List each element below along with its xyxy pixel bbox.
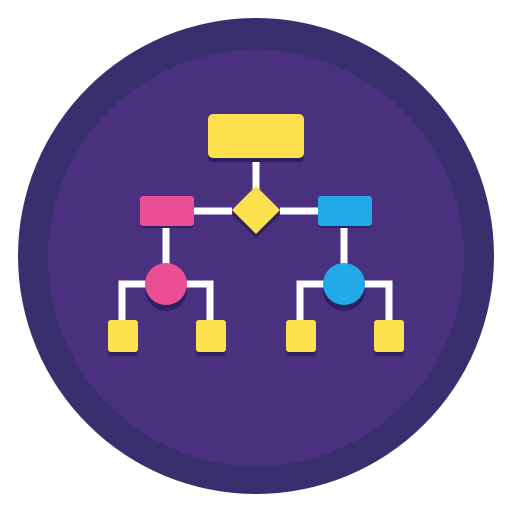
leaf-node-2 — [196, 320, 226, 352]
leaf-node-3 — [286, 320, 316, 352]
connector-junction-leaf-2 — [184, 280, 214, 322]
decision-node — [232, 186, 280, 234]
leaf-node-1 — [108, 320, 138, 352]
flowchart-nodes — [108, 114, 404, 352]
connector-junction-leaf-3 — [296, 280, 326, 322]
left-process-node — [140, 196, 194, 226]
connector-junction-leaf-4 — [362, 280, 393, 322]
left-junction-node — [145, 263, 187, 305]
right-junction-node — [323, 263, 365, 305]
inner-disc — [48, 50, 464, 466]
leaf-node-4 — [374, 320, 404, 352]
connector-junction-leaf-1 — [118, 280, 148, 322]
right-process-node — [318, 196, 372, 226]
connector-lines — [118, 158, 393, 322]
root-node — [208, 114, 304, 158]
